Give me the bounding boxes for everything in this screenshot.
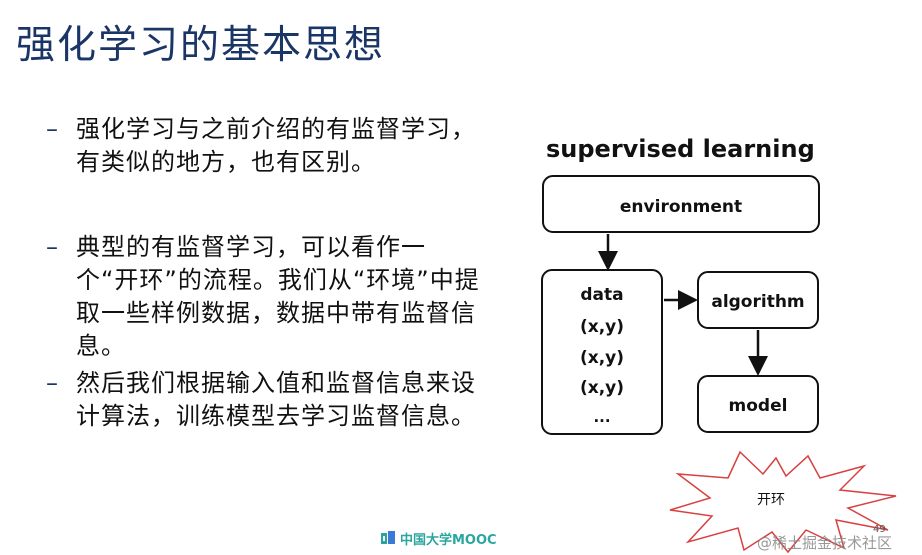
data-line: (x,y) <box>580 317 624 337</box>
model-box <box>697 375 819 433</box>
bullet-text: 强化学习与之前介绍的有监督学习，有类似的地方，也有区别。 <box>76 115 476 176</box>
mooc-logo: 中国大学MOOC <box>380 528 497 548</box>
bullet-text: 典型的有监督学习，可以看作一个“开环”的流程。我们从“环境”中提取一些样例数据，… <box>76 233 480 360</box>
starburst-shape <box>669 450 897 554</box>
data-box <box>541 269 663 435</box>
mooc-logo-icon <box>380 530 396 546</box>
open-loop-starburst <box>668 450 898 555</box>
bullet-list: – 强化学习与之前介绍的有监督学习，有类似的地方，也有区别。 – 典型的有监督学… <box>46 113 486 433</box>
data-line: (x,y) <box>580 378 624 398</box>
bullet-item: – 典型的有监督学习，可以看作一个“开环”的流程。我们从“环境”中提取一些样例数… <box>46 231 486 363</box>
algorithm-box <box>697 271 819 329</box>
environment-label: environment <box>620 197 742 217</box>
mooc-logo-text: 中国大学MOOC <box>400 532 497 548</box>
algorithm-label: algorithm <box>711 292 804 312</box>
bullet-item: – 然后我们根据输入值和监督信息来设计算法，训练模型去学习监督信息。 <box>46 367 486 433</box>
supervised-learning-diagram: supervised learning environment data (x,… <box>530 130 830 450</box>
bullet-item: – 强化学习与之前介绍的有监督学习，有类似的地方，也有区别。 <box>46 113 486 179</box>
watermark: @稀土掘金技术社区 <box>757 534 893 552</box>
page-number: 49 <box>873 524 886 535</box>
slide-title: 强化学习的基本思想 <box>16 23 386 68</box>
bullet-marker: – <box>46 369 59 397</box>
bullet-text: 然后我们根据输入值和监督信息来设计算法，训练模型去学习监督信息。 <box>76 369 476 430</box>
model-label: model <box>729 396 788 416</box>
data-line: (x,y) <box>580 348 624 368</box>
environment-box <box>542 175 820 233</box>
diagram-title: supervised learning <box>546 135 815 163</box>
bullet-marker: – <box>46 233 59 261</box>
data-line: data <box>580 285 623 305</box>
data-line: ... <box>593 408 610 426</box>
bullet-marker: – <box>46 115 59 143</box>
open-loop-label: 开环 <box>757 492 785 508</box>
